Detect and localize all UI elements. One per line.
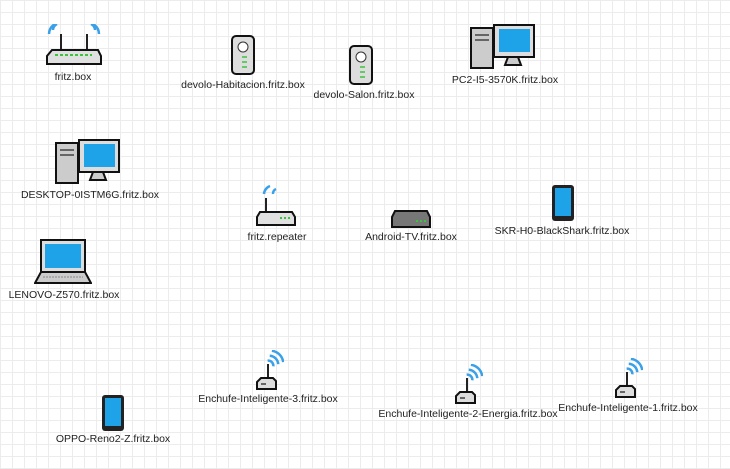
smart-plug-icon [615,358,643,398]
node-label: PC2-I5-3570K.fritz.box [451,74,559,86]
node-label: Enchufe-Inteligente-3.fritz.box [198,393,338,405]
smart-plug-icon [256,350,284,390]
desktop-computer-icon [470,24,540,70]
node-label: Enchufe-Inteligente-2-Energia.fritz.box [378,408,558,420]
node-label: devolo-Salon.fritz.box [313,89,415,101]
powerline-adapter-icon [349,45,373,85]
laptop-icon [34,239,92,285]
node-label: SKR-H0-BlackShark.fritz.box [494,225,630,237]
node-label: fritz.box [54,71,92,83]
desktop-computer-icon [55,139,125,185]
node-label: Android-TV.fritz.box [365,231,457,243]
node-label: DESKTOP-0ISTM6G.fritz.box [20,189,160,201]
smart-plug-icon [455,364,483,404]
node-label: Enchufe-Inteligente-1.fritz.box [558,402,698,414]
powerline-adapter-icon [231,35,255,75]
node-label: fritz.repeater [247,231,307,243]
smartphone-icon [101,394,125,432]
router-icon [46,24,102,68]
node-label: OPPO-Reno2-Z.fritz.box [55,433,171,445]
smartphone-icon [551,184,575,222]
node-label: LENOVO-Z570.fritz.box [8,289,120,301]
repeater-icon [256,184,296,228]
set-top-box-icon [391,210,431,228]
node-label: devolo-Habitacion.fritz.box [181,79,305,91]
